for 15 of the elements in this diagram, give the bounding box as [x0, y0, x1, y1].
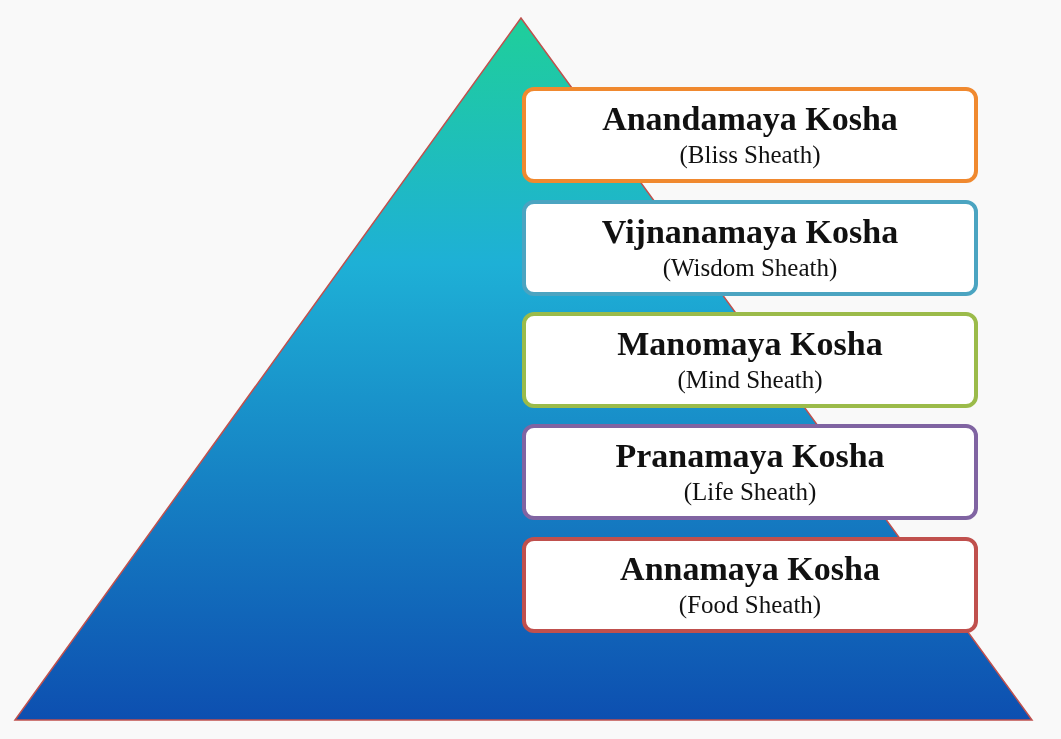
box-subtitle: (Bliss Sheath): [679, 140, 821, 171]
box-subtitle: (Food Sheath): [678, 590, 822, 620]
sheath-box: [522, 424, 978, 520]
box-subtitle: (Mind Sheath): [677, 365, 823, 396]
box-heading: Annamaya Kosha: [620, 549, 880, 589]
box-heading: Anandamaya Kosha: [602, 99, 898, 139]
box-heading: Pranamaya Kosha: [615, 436, 885, 476]
sheath-box: [522, 312, 978, 408]
sheath-box: [522, 87, 978, 183]
box-subtitle: (Life Sheath): [683, 477, 817, 507]
sheath-box: [522, 537, 978, 633]
box-subtitle: (Wisdom Sheath): [662, 253, 838, 283]
box-heading: Vijnanamaya Kosha: [601, 212, 899, 252]
sheath-box: [522, 200, 978, 296]
box-heading: Manomaya Kosha: [617, 324, 883, 364]
